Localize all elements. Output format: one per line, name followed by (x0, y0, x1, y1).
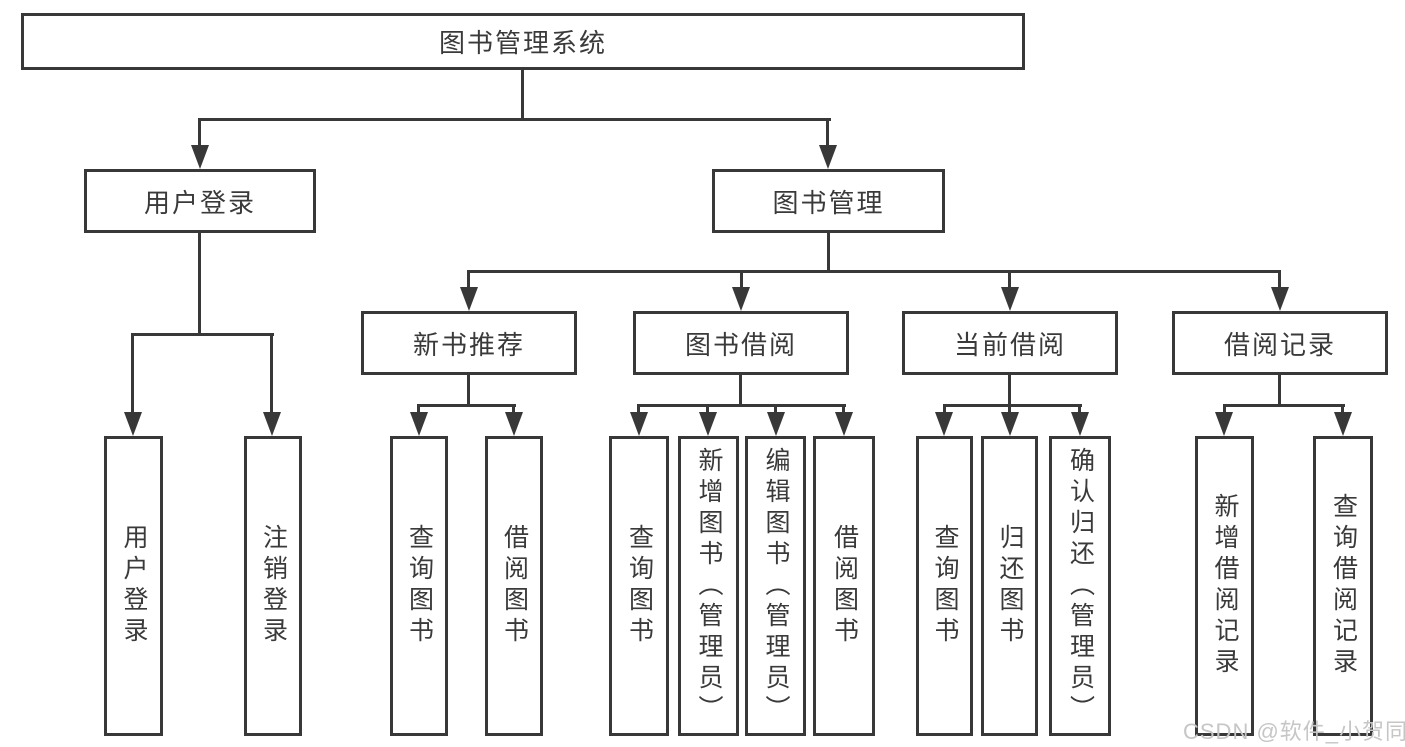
arrow-down-icon (124, 412, 142, 436)
arrow-down-icon (630, 412, 648, 436)
connector-drop-leaf (270, 333, 273, 414)
node-borrowing-records: 借阅记录 (1172, 311, 1388, 375)
connector-drop-current-borrowing (1008, 270, 1011, 289)
connector-root-stem (521, 70, 524, 120)
connector-book-borrowing-branch (637, 404, 846, 407)
connector-drop-borrowing-records (1278, 270, 1281, 289)
arrow-down-icon (699, 412, 717, 436)
arrow-down-icon (1334, 412, 1352, 436)
arrow-down-icon (935, 412, 953, 436)
node-user-login: 用户登录 (84, 169, 316, 233)
node-leaf-rec-borrow-books: 借阅图书 (485, 436, 543, 736)
node-book-borrowing: 图书借阅 (633, 311, 849, 375)
node-leaf-bb-borrow-books: 借阅图书 (813, 436, 875, 736)
connector-borrowing-records-stem (1278, 375, 1281, 406)
node-leaf-cb-return-books: 归还图书 (981, 436, 1038, 736)
connector-drop-book-management (826, 118, 829, 147)
connector-root-branch (198, 118, 831, 121)
connector-drop-leaf (842, 404, 845, 414)
arrow-down-icon (732, 287, 750, 311)
connector-drop-leaf (1008, 404, 1011, 414)
connector-drop-leaf (1078, 404, 1081, 414)
node-library-management-system: 图书管理系统 (21, 13, 1025, 70)
arrow-down-icon (1071, 412, 1089, 436)
connector-user-login-stem (198, 233, 201, 336)
node-leaf-bb-edit-books-admin: 编辑图书（管理员） (745, 436, 806, 736)
connector-user-login-branch (131, 333, 274, 336)
connector-drop-book-borrowing (740, 270, 743, 289)
connector-book-borrowing-stem (739, 375, 742, 406)
node-current-borrowing: 当前借阅 (902, 311, 1118, 375)
arrow-down-icon (191, 145, 209, 169)
connector-drop-leaf (943, 404, 946, 414)
node-leaf-cb-confirm-return-admin: 确认归还（管理员） (1049, 436, 1111, 736)
connector-drop-user-login (198, 118, 201, 147)
arrow-down-icon (460, 287, 478, 311)
node-leaf-user-login: 用户登录 (104, 436, 163, 736)
connector-current-borrowing-branch (943, 404, 1082, 407)
connector-new-book-rec-stem (467, 375, 470, 406)
csdn-watermark: CSDN @软件_小贺同学 (1183, 719, 1405, 744)
connector-drop-leaf (417, 404, 420, 414)
arrow-down-icon (263, 412, 281, 436)
node-leaf-bb-add-books-admin: 新增图书（管理员） (678, 436, 739, 736)
connector-drop-new-book-rec (467, 270, 470, 289)
connector-new-book-rec-branch (417, 404, 516, 407)
node-leaf-rec-query-books: 查询图书 (390, 436, 448, 736)
connector-drop-leaf (774, 404, 777, 414)
node-leaf-cb-query-books: 查询图书 (916, 436, 973, 736)
node-leaf-logout: 注销登录 (244, 436, 302, 736)
connector-book-management-branch (467, 270, 1280, 273)
connector-borrowing-records-branch (1223, 404, 1345, 407)
connector-book-management-stem (827, 233, 830, 273)
arrow-down-icon (1215, 412, 1233, 436)
node-leaf-br-add-record: 新增借阅记录 (1195, 436, 1254, 736)
node-leaf-bb-query-books: 查询图书 (609, 436, 669, 736)
connector-drop-leaf (1341, 404, 1344, 414)
connector-drop-leaf (637, 404, 640, 414)
node-new-book-recommendation: 新书推荐 (361, 311, 577, 375)
connector-current-borrowing-stem (1008, 375, 1011, 406)
arrow-down-icon (767, 412, 785, 436)
connector-drop-leaf (131, 333, 134, 414)
arrow-down-icon (410, 412, 428, 436)
arrow-down-icon (1271, 287, 1289, 311)
connector-drop-leaf (706, 404, 709, 414)
connector-drop-leaf (512, 404, 515, 414)
arrow-down-icon (819, 145, 837, 169)
connector-drop-leaf (1223, 404, 1226, 414)
arrow-down-icon (505, 412, 523, 436)
arrow-down-icon (1001, 412, 1019, 436)
node-book-management: 图书管理 (712, 169, 945, 233)
arrow-down-icon (1001, 287, 1019, 311)
arrow-down-icon (835, 412, 853, 436)
node-leaf-br-query-record: 查询借阅记录 (1313, 436, 1373, 736)
